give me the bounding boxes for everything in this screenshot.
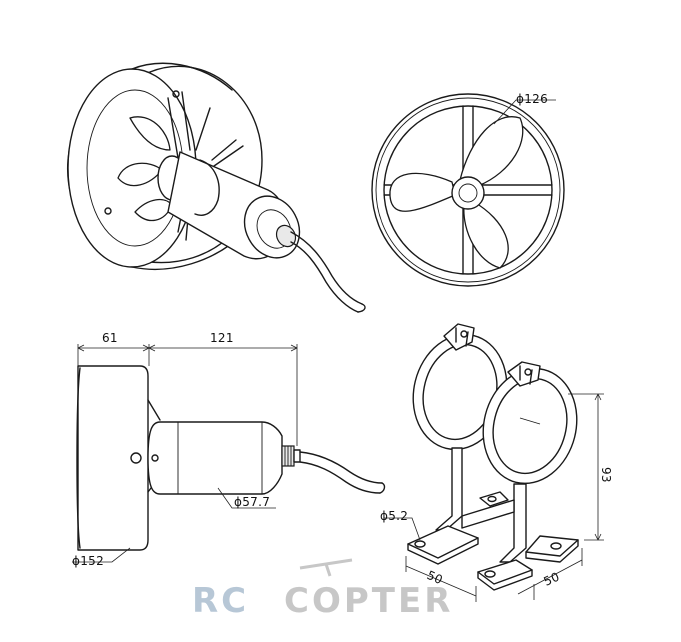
- front-view-duct: ϕ126: [371, 92, 565, 287]
- watermark-copter: COPTER: [284, 581, 453, 621]
- isometric-thruster-view: [66, 62, 366, 313]
- mounting-bracket: 93 ϕ5.2 50 50: [380, 323, 613, 602]
- dim-bracket-base-depth: 50: [425, 568, 445, 587]
- dim-bracket-height: 93: [599, 467, 613, 483]
- dim-bracket-base-width: 50: [542, 569, 562, 588]
- dim-duct-outer-diameter: ϕ152: [72, 554, 104, 568]
- watermark-logo: RC COPTER: [192, 558, 453, 621]
- dim-duct-length: 61: [102, 331, 118, 345]
- dim-motor-length: 121: [210, 331, 234, 345]
- side-view-thruster: 61 121 ϕ57.7 ϕ152: [72, 331, 386, 568]
- dim-motor-diameter: ϕ57.7: [234, 495, 270, 509]
- watermark-rc: RC: [192, 581, 249, 621]
- dim-fan-inner-diameter: ϕ126: [516, 92, 548, 106]
- dim-bracket-hole-diameter: ϕ5.2: [380, 509, 408, 523]
